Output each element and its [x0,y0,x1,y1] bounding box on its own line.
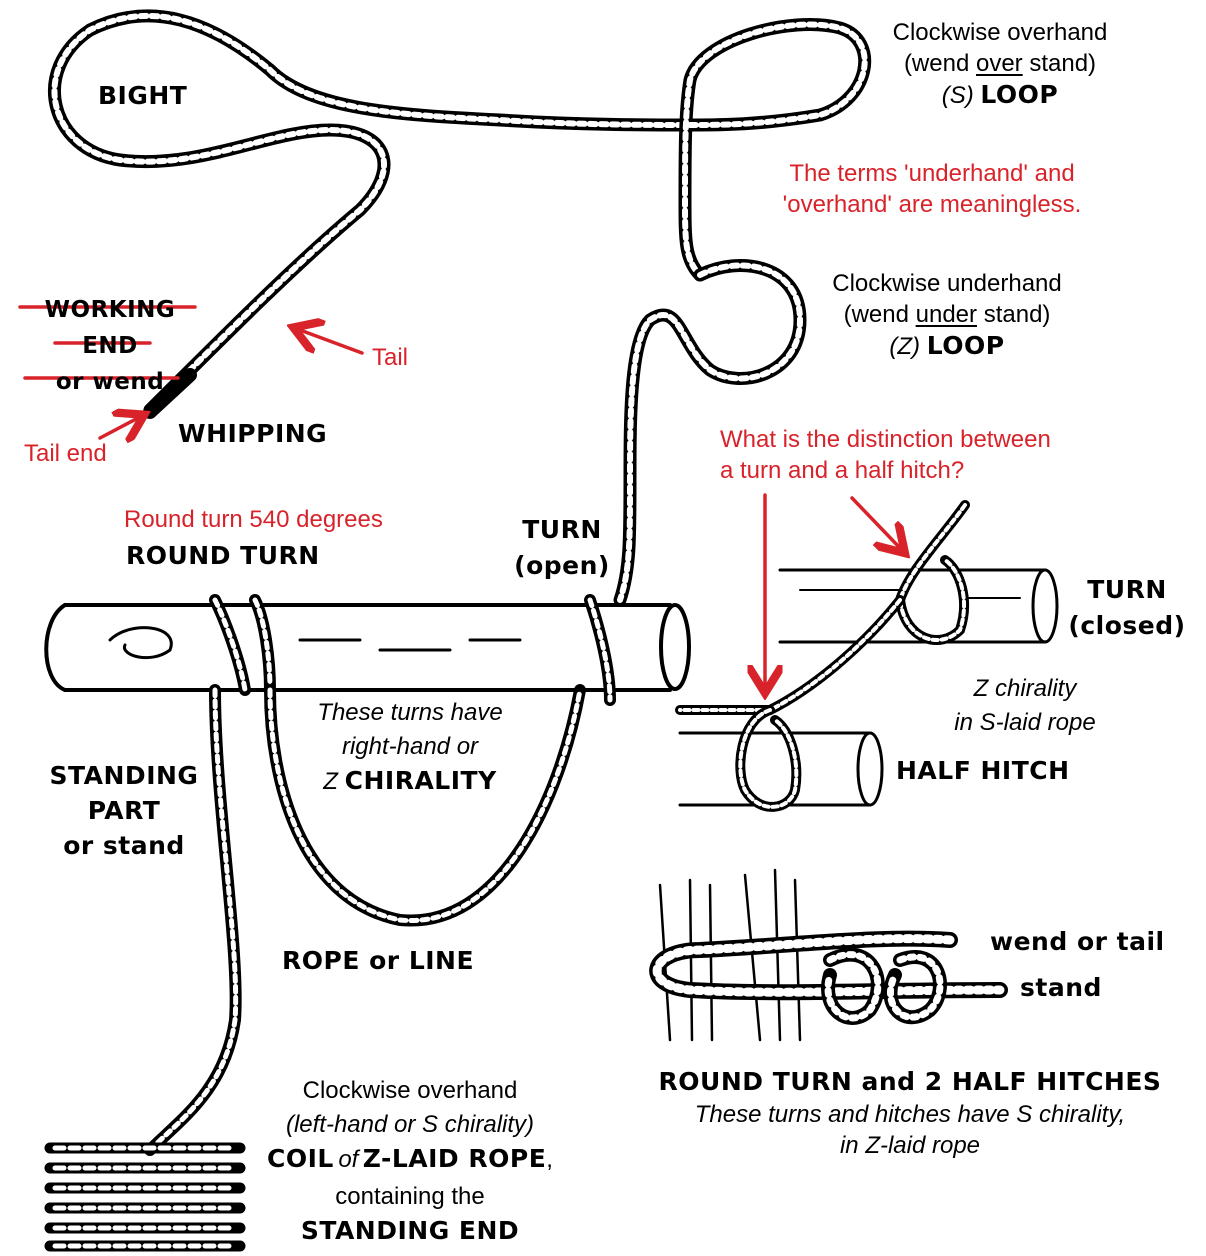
annotation-distinction: What is the distinction between a turn a… [720,424,1051,486]
standing-part-line3: or stand [63,831,185,860]
label-stand: stand [1020,973,1102,1002]
coil-line1: Clockwise overhand [302,1077,518,1104]
pole-half-hitch [678,731,884,807]
label-coil: Clockwise overhand (left-hand or S chira… [240,1074,580,1248]
these-turns-line3: Z CHIRALITY [323,766,497,795]
turn-closed-line1: TURN [1087,575,1167,604]
label-wend-or-tail: wend or tail [990,927,1165,956]
label-whipping: WHIPPING [178,419,328,448]
rt2hh-line3: in Z-laid rope [839,1131,981,1159]
label-these-turns: These turns have right-hand or Z CHIRALI… [292,696,528,799]
rope-coil [44,1142,246,1252]
label-standing-part: STANDING PART or stand [36,758,212,863]
s-loop-line3: (S) LOOP [941,80,1059,110]
rope-z-loop [613,259,807,607]
annotation-meaningless: The terms 'underhand' and 'overhand' are… [764,158,1100,220]
annotation-distinction-line2: a turn and a half hitch? [720,457,965,485]
rope-hanging [144,684,586,1156]
annotation-round-turn-degrees: Round turn 540 degrees [124,506,383,533]
these-turns-line1: These turns have [317,699,503,726]
log [44,603,691,692]
s-loop-line1: Clockwise overhand [892,19,1108,46]
rope-bight [48,9,697,417]
label-z-chirality-s-laid: Z chirality in S-laid rope [935,672,1115,740]
coil-line3: COIL of Z-LAID ROPE, [267,1144,553,1173]
rope-half-hitch [735,705,802,812]
working-end-line1: WORKING [44,297,176,323]
z-chirality-line1: Z chirality [973,675,1077,702]
rope-rt2hh [649,930,1008,1025]
label-round-turn: ROUND TURN [126,541,320,570]
turn-open-line1: TURN [522,515,602,544]
coil-line5: STANDING END [300,1216,520,1245]
s-loop-line2: (wend over stand) [903,50,1097,78]
label-rt2hh: ROUND TURN and 2 HALF HITCHES These turn… [620,1066,1200,1161]
label-z-loop: Clockwise underhand (wend under stand) (… [812,268,1082,363]
turn-closed-line2: (closed) [1068,611,1186,640]
strikethrough-lines [18,305,197,380]
rt2hh-title: ROUND TURN and 2 HALF HITCHES [658,1067,1162,1096]
whipping [143,368,197,419]
standing-part-line1: STANDING [49,761,199,790]
these-turns-line2: right-hand or [341,733,479,760]
pole-turn-closed [778,568,1059,644]
tail-arrow [300,330,364,355]
z-loop-line2: (wend under stand) [843,301,1051,329]
annotation-meaningless-line2: 'overhand' are meaningless. [782,191,1082,219]
tail-end-arrow [98,418,138,438]
z-loop-line3: (Z) LOOP [889,331,1005,361]
coil-line2: (left-hand or S chirality) [285,1111,535,1138]
label-s-loop: Clockwise overhand (wend over stand) (S)… [872,17,1128,112]
label-turn-closed: TURN (closed) [1062,572,1192,644]
rope-s-loop [678,18,872,282]
annotation-meaningless-line1: The terms 'underhand' and [789,160,1075,187]
working-end-line3: or wend [55,369,165,395]
annotation-tail: Tail [372,344,409,371]
z-loop-line1: Clockwise underhand [832,270,1062,297]
z-chirality-line2: in S-laid rope [954,709,1096,736]
turn-open-line2: (open) [514,551,610,580]
annotation-distinction-line1: What is the distinction between [720,426,1051,453]
coil-line4: containing the [335,1183,485,1210]
standing-part-line2: PART [87,796,161,825]
label-working-end-struck: WORKING END or wend [25,292,195,400]
label-bight: BIGHT [98,81,188,110]
rope-turn-closed [675,500,970,715]
label-half-hitch: HALF HITCH [896,756,1070,785]
annotation-tail-end: Tail end [24,440,107,467]
annotation-arrows [18,305,900,686]
label-rope-or-line: ROPE or LINE [282,946,475,975]
working-end-line2: END [82,333,138,359]
turn-arrow [850,496,900,548]
rt2hh-line2: These turns and hitches have S chirality… [694,1100,1126,1128]
label-turn-open: TURN (open) [512,512,612,584]
